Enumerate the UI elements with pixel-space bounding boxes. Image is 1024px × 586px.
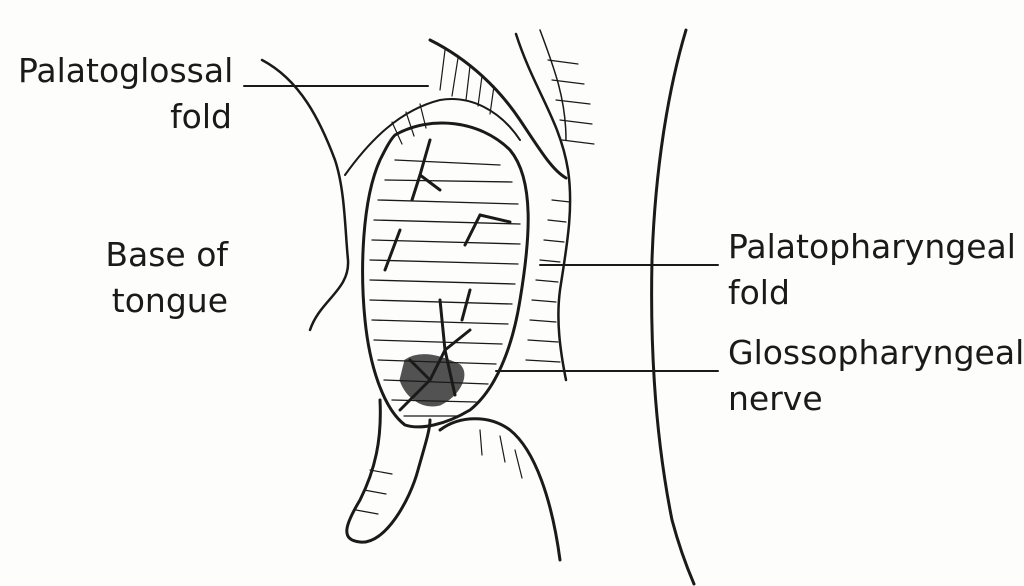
palatoglossal-fold-lower-edge [344, 98, 521, 176]
lower-arch-outline [438, 417, 562, 562]
pharyngeal-wall-outline [650, 28, 696, 586]
tongue-base-outline [260, 58, 350, 332]
label-palatopharyngeal-line2: fold [728, 273, 790, 312]
label-palatopharyngeal-line1: Palatopharyngeal [728, 227, 1016, 266]
label-palatopharyngeal-fold: Palatopharyngeal fold [728, 224, 1016, 316]
label-base-of-tongue: Base of tongue [18, 232, 228, 324]
label-base-line2: tongue [111, 281, 228, 320]
label-glossopharyngeal-line2: nerve [728, 379, 823, 418]
label-palatoglossal-line1: Palatoglossal [18, 51, 234, 90]
label-base-line1: Base of [105, 235, 228, 274]
label-palatoglossal-fold: Palatoglossal fold [18, 48, 234, 140]
tonsillar-fossa-outline [361, 121, 530, 429]
palatoglossal-fold-outline [428, 38, 568, 180]
lower-flap-outline [345, 398, 432, 544]
palatopharyngeal-fold-outline [514, 32, 572, 382]
label-glossopharyngeal-nerve: Glossopharyngeal nerve [728, 330, 1024, 422]
label-glossopharyngeal-line1: Glossopharyngeal [728, 333, 1024, 372]
palatopharyngeal-fold-inner [539, 29, 567, 141]
label-palatoglossal-line2: fold [170, 97, 232, 136]
